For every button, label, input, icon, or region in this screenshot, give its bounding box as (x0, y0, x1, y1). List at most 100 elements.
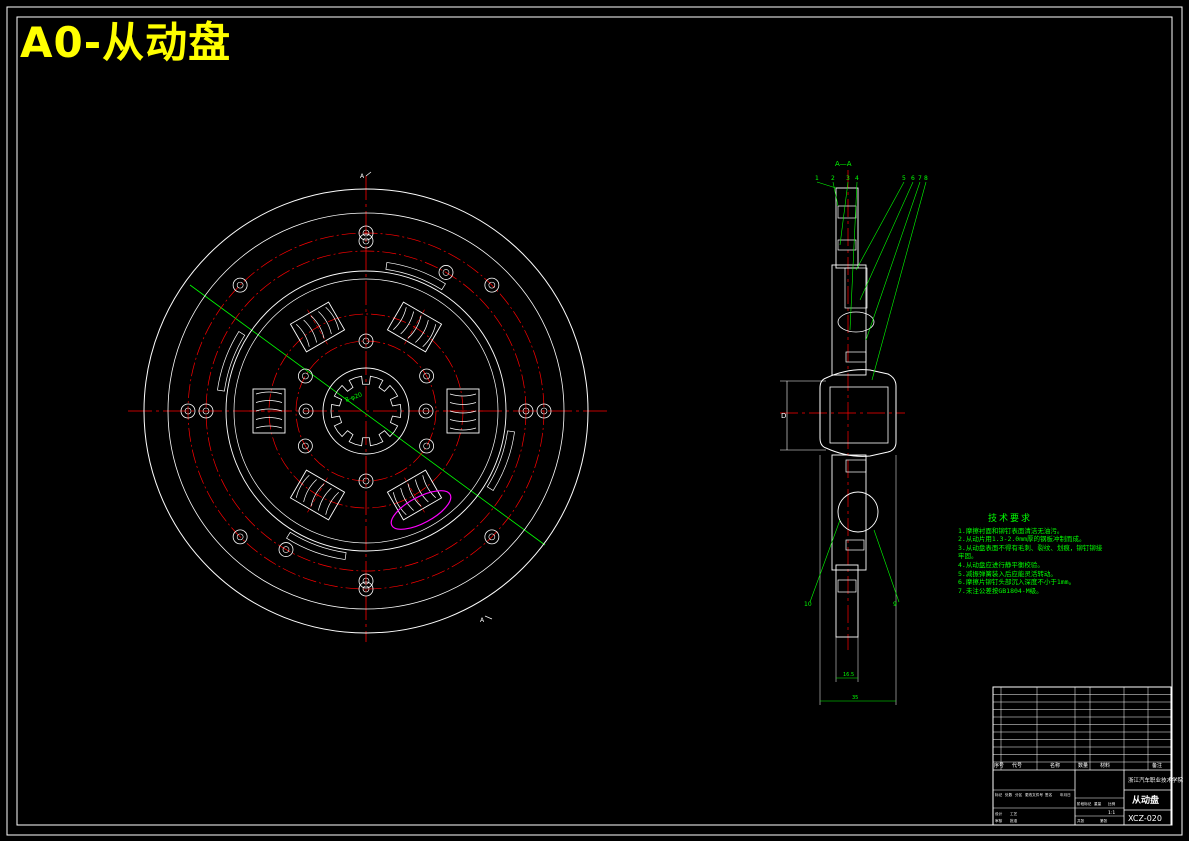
highlight-ellipse (390, 490, 452, 530)
friction-slot (286, 531, 347, 560)
signature-label: 年月日 (1060, 792, 1071, 797)
parts-header-cell: 序号 (994, 762, 1004, 769)
signature-label: 共张 (1077, 818, 1085, 823)
callout-leader (859, 181, 914, 301)
disc-step-circle (205, 250, 527, 572)
hub-outer (322, 367, 410, 455)
inner-border (16, 16, 1173, 826)
rivet-mid-hole (282, 546, 290, 553)
rivet-outer-hole (488, 281, 496, 289)
tech-item: 牢固。 (958, 552, 978, 561)
rivet-mid (278, 542, 294, 557)
signature-label: 分区 (1015, 792, 1023, 797)
signature-label: 阶段标记 (1077, 801, 1092, 806)
tb-drawing-name: 从动盘 (1132, 794, 1159, 806)
friction-slots (217, 262, 515, 560)
spring-coil (449, 427, 477, 431)
callout-leader (865, 181, 921, 341)
tb-drawing-no: XCZ-020 (1128, 814, 1162, 823)
signature-label: 工艺 (1010, 811, 1018, 816)
spring-coil (449, 393, 477, 397)
rivet-outer (232, 277, 248, 293)
section-line-a-a (189, 284, 546, 546)
signature-label: 审核 (995, 818, 1003, 823)
tech-item: 4.从动盘应进行静平衡校验。 (958, 560, 1044, 569)
spring-coil (303, 319, 317, 343)
lower-rivet-head-2 (837, 579, 857, 593)
tech-item: 2.从动片用1.3-2.0mm厚的钢板冲制而成。 (958, 535, 1086, 544)
spring-coil (407, 483, 422, 507)
callout-leader (873, 529, 900, 603)
signature-label: 设计 (995, 811, 1003, 816)
spline-hub (322, 367, 410, 455)
spring-coil (295, 474, 310, 498)
friction-slot (486, 430, 515, 491)
stop-pin-hole (302, 372, 309, 380)
rivet-outer-hole (488, 533, 496, 541)
signature-label: 第张 (1100, 818, 1108, 823)
upper-cover-plate (831, 264, 867, 376)
callout-number: 3 (846, 175, 850, 182)
tech-item: 5.减振弹簧装入后应能灵活转动。 (958, 569, 1057, 578)
friction-slot (217, 331, 246, 392)
tech-item: 1.摩擦衬面和铆钉表面清洁无油污。 (958, 526, 1064, 535)
spring-coil (422, 475, 436, 499)
section-view-label: A—A (835, 160, 852, 168)
spring-coil (325, 306, 340, 330)
spring-axis (307, 309, 328, 345)
upper-stop-pin (845, 351, 867, 363)
signature-label: 签名 (1045, 792, 1053, 797)
callout-leader (832, 181, 839, 207)
spring-coil (296, 323, 310, 347)
spring-coil (449, 402, 477, 405)
hub-plate-inner (233, 278, 499, 544)
parts-header-cell: 材料 (1100, 762, 1110, 769)
parts-header-cell: 代号 (1012, 762, 1022, 769)
tb-unit-name: 浙江汽车职业技术学院 (1128, 776, 1184, 784)
tech-item: 6.摩擦片铆钉头部沉入深度不小于1mm。 (958, 578, 1076, 587)
rivet-outer (484, 529, 500, 545)
spline-note: 8-φ20 (344, 391, 363, 404)
stop-pin-hole (423, 372, 430, 380)
parts-header-cell: 名称 (1050, 762, 1060, 769)
stop-pin (419, 368, 435, 384)
spring-axis (307, 477, 328, 513)
stop-pin-hole (422, 407, 430, 415)
rivet-outer-hole (236, 533, 244, 541)
spring-coil (255, 408, 283, 412)
upper-rivet-head (837, 205, 857, 219)
hub-dim-label: D (781, 412, 786, 420)
callout-leader (809, 519, 841, 603)
spring-coil (400, 311, 414, 335)
rivet-outer-hole (236, 281, 244, 289)
spring-window (249, 388, 289, 434)
rivet-mid (358, 573, 374, 589)
signature-label: 批准 (1010, 818, 1018, 823)
tech-item: 7.未注公差按GB1804-M级。 (958, 586, 1043, 595)
lower-lining (835, 564, 859, 638)
rivet-mid (518, 403, 534, 419)
signature-label: 标记 (995, 792, 1003, 797)
lower-cover-plate (831, 454, 867, 571)
lower-rivet-head (845, 539, 865, 551)
parts-header-cell: 数量 (1078, 762, 1088, 769)
front-view: A A 8-φ20 (128, 171, 608, 642)
spring-window (386, 301, 443, 353)
title-block: 序号代号名称数量材料备注 浙江汽车职业技术学院 从动盘 XCZ-020 1:1 … (992, 686, 1184, 826)
spring-coil (318, 311, 332, 335)
rivets-mid (198, 233, 534, 589)
hub-bore (829, 386, 889, 444)
signature-label: 比例 (1108, 801, 1116, 806)
upper-spring-window (844, 267, 868, 309)
callout-number: 10 (804, 601, 812, 608)
stop-pin (358, 473, 374, 489)
rivet-mid (198, 403, 214, 419)
rivets-inner (297, 333, 435, 489)
callout-number: 9 (893, 601, 897, 608)
callout-number: 4 (855, 175, 859, 182)
stop-pin (297, 438, 313, 454)
upper-spring-section (837, 311, 875, 333)
rivet-outer-hole (362, 585, 370, 593)
callout-number: 1 (815, 175, 819, 182)
